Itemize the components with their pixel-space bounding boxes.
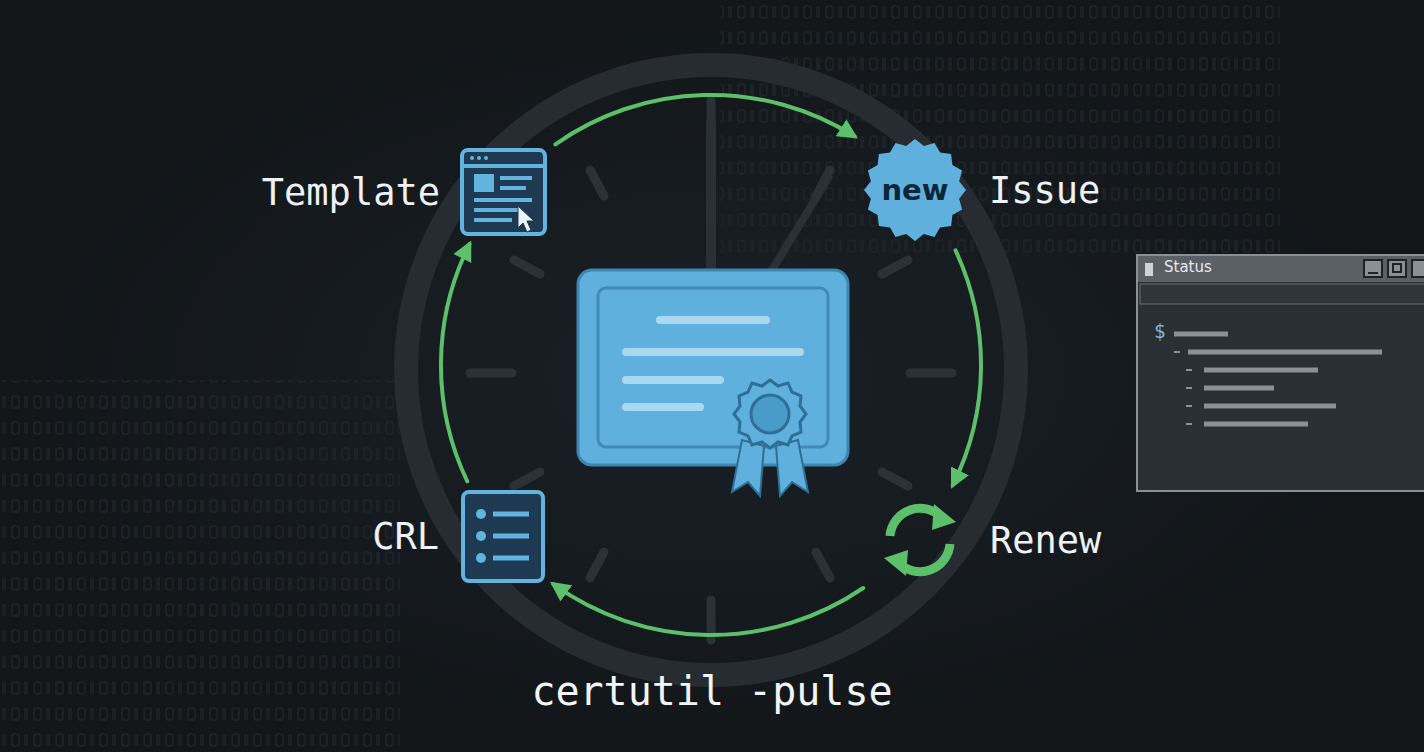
cycle-arrow (553, 584, 863, 635)
crl-icon-outline (461, 490, 545, 583)
certificate (578, 270, 848, 496)
status-window-outline (1136, 254, 1424, 492)
binary-texture (0, 380, 400, 752)
crl-icon: CRL (461, 490, 545, 583)
template-icon: Template (460, 148, 547, 236)
new-badge: newIssue (863, 138, 967, 242)
clock-face (406, 65, 1016, 675)
cycle-arrow (555, 95, 854, 144)
template-icon-outline (460, 148, 547, 236)
badge-text: new (881, 173, 948, 207)
cycle-arrow (953, 250, 981, 485)
caption: certutil -pulse (0, 668, 1424, 714)
renew-icon: Renew (872, 494, 968, 586)
status-window: Status $ (1136, 254, 1424, 492)
window-title: Status (1164, 258, 1212, 276)
node-label: Template (262, 171, 440, 214)
node-label: CRL (372, 515, 439, 558)
prompt-symbol: $ (1154, 320, 1165, 342)
cycle-arrow (441, 244, 470, 481)
node-label: Issue (989, 169, 1100, 212)
renew-icon-outline (872, 494, 968, 586)
node-label: Renew (990, 519, 1101, 562)
